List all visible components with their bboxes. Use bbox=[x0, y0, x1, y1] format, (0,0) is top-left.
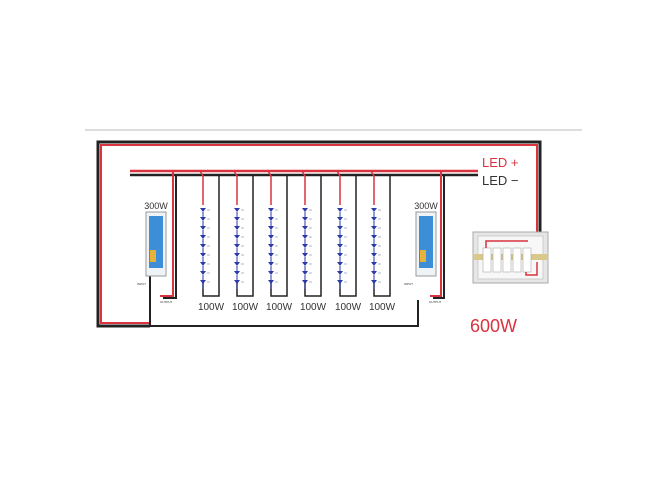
led-diode-icon bbox=[268, 217, 274, 221]
strip-power-label: 100W bbox=[369, 302, 396, 313]
led-diode-icon bbox=[268, 244, 274, 248]
led-diode-icon bbox=[371, 244, 377, 248]
led-diode-icon bbox=[302, 271, 308, 275]
outer-loop-wire bbox=[96, 140, 542, 328]
strip-positive-wire bbox=[267, 170, 272, 205]
led-diode-icon bbox=[268, 271, 274, 275]
positive-bus-label: LED + bbox=[482, 155, 519, 170]
total-power-label: 600W bbox=[470, 316, 517, 336]
psu-rating: 300W bbox=[144, 201, 168, 211]
led-diode-icon bbox=[234, 253, 240, 257]
left-psu-output-wire bbox=[160, 172, 174, 297]
led-diode-icon bbox=[234, 217, 240, 221]
led-diode-icon bbox=[371, 226, 377, 230]
strip-power-label: 100W bbox=[300, 302, 327, 313]
led-diode-icon bbox=[268, 226, 274, 230]
led-diode-icon bbox=[337, 217, 343, 221]
psu-input-label: INPUT bbox=[137, 282, 146, 286]
led-diode-icon bbox=[302, 217, 308, 221]
led-diode-icon bbox=[337, 244, 343, 248]
right-psu-output-wire bbox=[430, 172, 442, 297]
led-diode-icon bbox=[200, 226, 206, 230]
led-diode-icon bbox=[302, 208, 308, 212]
led-diode-icon bbox=[200, 217, 206, 221]
led-diode-icon bbox=[268, 253, 274, 257]
strip-power-label: 100W bbox=[198, 302, 225, 313]
led-diode-icon bbox=[371, 217, 377, 221]
led-strip bbox=[267, 170, 288, 297]
led-diode-icon bbox=[371, 262, 377, 266]
strip-positive-wire bbox=[370, 170, 375, 205]
led-diode-icon bbox=[234, 235, 240, 239]
psu-input-label: INPUT bbox=[404, 282, 413, 286]
led-diode-icon bbox=[268, 208, 274, 212]
led-diode-icon bbox=[268, 280, 274, 284]
led-diode-icon bbox=[200, 271, 206, 275]
led-diode-icon bbox=[234, 262, 240, 266]
led-diode-icon bbox=[234, 208, 240, 212]
psu-output-label: OUTPUT bbox=[429, 300, 442, 304]
led-diode-icon bbox=[234, 244, 240, 248]
psu-rating: 300W bbox=[414, 201, 438, 211]
strip-positive-wire bbox=[233, 170, 238, 205]
led-diode-icon bbox=[200, 280, 206, 284]
distribution-panel bbox=[472, 231, 549, 284]
left-psu-output-wire-neg bbox=[163, 175, 177, 299]
psu-output-label: OUTPUT bbox=[160, 300, 173, 304]
led-diode-icon bbox=[337, 271, 343, 275]
strip-power-label: 100W bbox=[335, 302, 362, 313]
led-diode-icon bbox=[268, 235, 274, 239]
led-diode-icon bbox=[302, 226, 308, 230]
led-diode-icon bbox=[337, 226, 343, 230]
led-diode-icon bbox=[302, 253, 308, 257]
strip-power-labels: 100W 100W 100W 100W 100W 100W bbox=[198, 302, 396, 313]
led-diode-icon bbox=[371, 235, 377, 239]
led-diode-icon bbox=[200, 208, 206, 212]
strip-positive-wire bbox=[301, 170, 306, 205]
led-diode-icon bbox=[371, 208, 377, 212]
power-supply-left: 300W INPUT OUTPUT bbox=[137, 201, 173, 304]
strip-power-label: 100W bbox=[232, 302, 259, 313]
strip-positive-wire bbox=[199, 170, 204, 205]
led-strip bbox=[336, 170, 357, 297]
strip-positive-wire bbox=[336, 170, 341, 205]
led-strip bbox=[370, 170, 391, 297]
led-strip bbox=[301, 170, 322, 297]
led-strip bbox=[233, 170, 254, 297]
led-strips bbox=[199, 170, 391, 297]
led-diode-icon bbox=[302, 244, 308, 248]
led-diode-icon bbox=[234, 280, 240, 284]
led-diode-icon bbox=[268, 262, 274, 266]
led-diode-icon bbox=[200, 244, 206, 248]
strip-power-label: 100W bbox=[266, 302, 293, 313]
led-diode-icon bbox=[200, 253, 206, 257]
led-diode-icon bbox=[302, 262, 308, 266]
led-strip bbox=[199, 170, 220, 297]
led-diode-icon bbox=[200, 262, 206, 266]
right-psu-output-wire-neg bbox=[433, 175, 445, 299]
power-supply-right: 300W INPUT OUTPUT bbox=[404, 201, 442, 304]
led-diode-icon bbox=[337, 262, 343, 266]
led-diode-icon bbox=[371, 271, 377, 275]
led-diode-icon bbox=[302, 280, 308, 284]
led-diode-icon bbox=[337, 208, 343, 212]
led-diode-icon bbox=[337, 253, 343, 257]
led-diode-icon bbox=[371, 280, 377, 284]
led-diode-icon bbox=[200, 235, 206, 239]
led-diode-icon bbox=[337, 280, 343, 284]
led-diode-icon bbox=[302, 235, 308, 239]
led-diode-icon bbox=[371, 253, 377, 257]
led-diode-icon bbox=[337, 235, 343, 239]
led-diode-icon bbox=[234, 271, 240, 275]
negative-bus-label: LED − bbox=[482, 173, 519, 188]
led-diode-icon bbox=[234, 226, 240, 230]
